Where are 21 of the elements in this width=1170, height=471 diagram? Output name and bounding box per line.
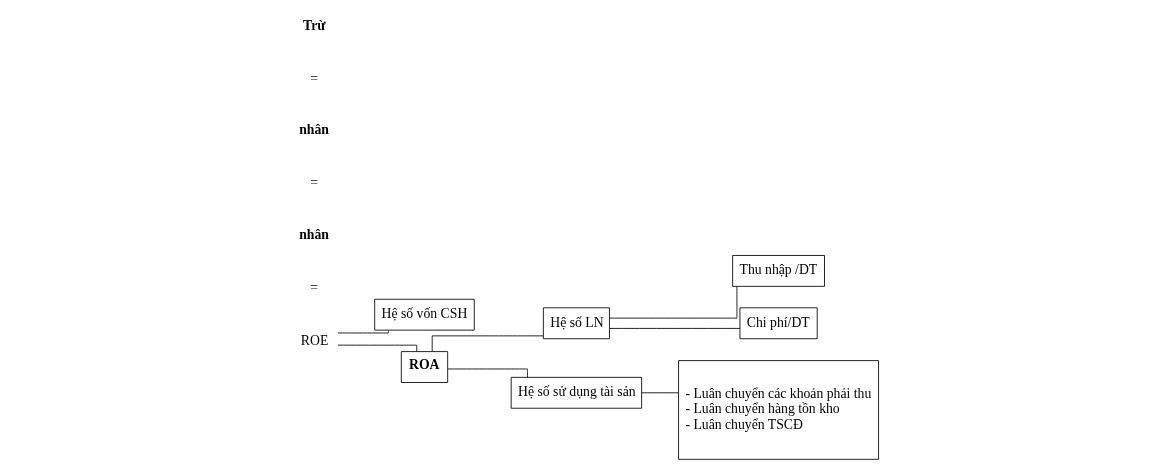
node-box: Hệ số LN xyxy=(542,307,610,340)
label: nhân xyxy=(299,226,329,242)
connector xyxy=(609,285,738,319)
connector xyxy=(337,344,418,352)
label: Trừ xyxy=(303,17,326,33)
label: = xyxy=(310,175,319,191)
label: nhân xyxy=(299,122,329,138)
node-box: ROA xyxy=(400,351,449,383)
node-box: Thu nhập /DT xyxy=(732,255,825,287)
connector xyxy=(609,328,741,329)
node-text: ROE xyxy=(300,332,329,348)
connector xyxy=(337,330,389,334)
connector xyxy=(431,335,544,352)
node-box: Hệ số vốn CSH xyxy=(374,298,475,331)
label: = xyxy=(310,70,319,86)
node-box: - Luân chuyển các khoản phải thu - Luân chuyển hàng tồn kho - Luân chuyển TSCĐ xyxy=(678,360,879,460)
label: = xyxy=(310,280,319,296)
node-box: Chi phí/DT xyxy=(739,307,818,340)
connector xyxy=(641,392,679,394)
node-box: Hệ số sử dụng tài sản xyxy=(510,376,643,409)
connector xyxy=(447,368,528,378)
